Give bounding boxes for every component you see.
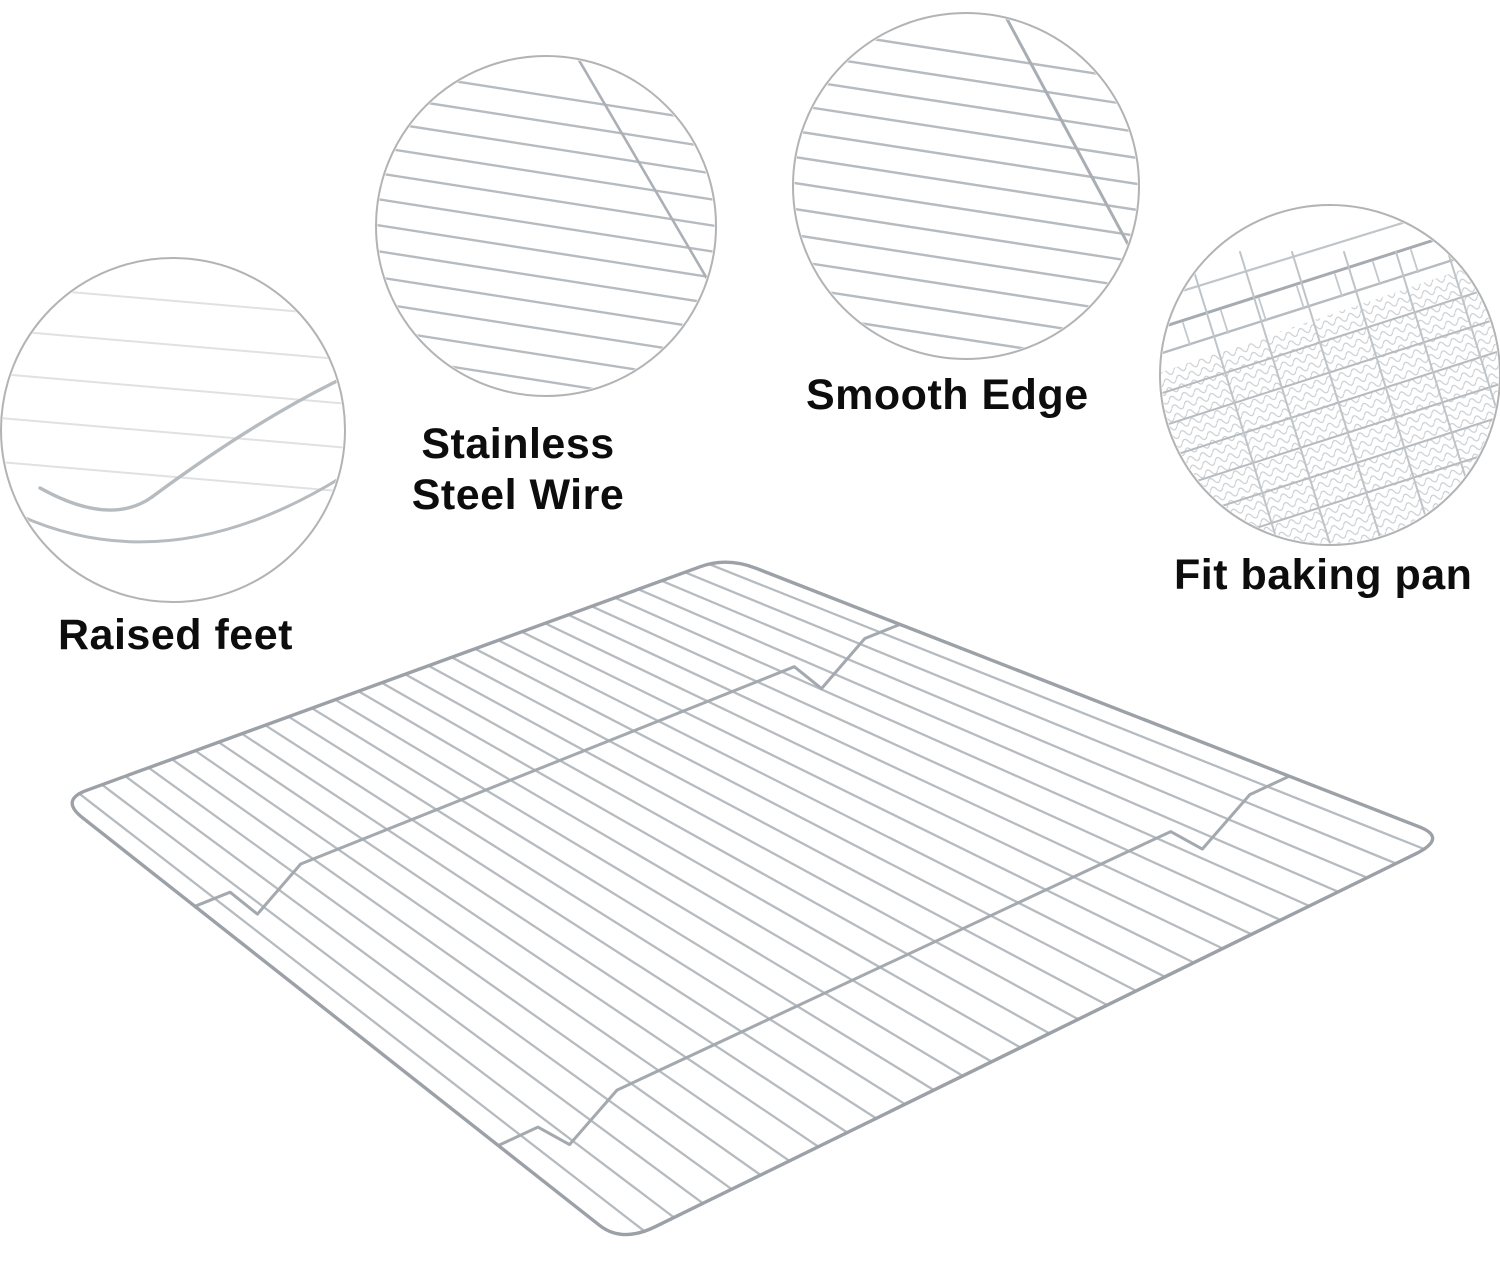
label-stainless-steel-wire: Stainless Steel Wire: [338, 419, 698, 520]
label-stainless-line1: Stainless: [421, 420, 615, 468]
callout-circle-fit-pan: [1161, 206, 1499, 544]
label-raised-feet: Raised feet: [58, 611, 293, 659]
label-smooth-edge: Smooth Edge: [806, 371, 1089, 419]
label-stainless-line2: Steel Wire: [411, 470, 625, 519]
callout-circle-raised-feet-border: [0, 257, 346, 603]
callout-circle-smooth-edge-border: [792, 12, 1140, 360]
callout-circle-stainless-wire: [377, 57, 715, 395]
label-fit-baking-pan: Fit baking pan: [1174, 551, 1473, 599]
cooling-rack-photo: [70, 560, 1435, 1237]
